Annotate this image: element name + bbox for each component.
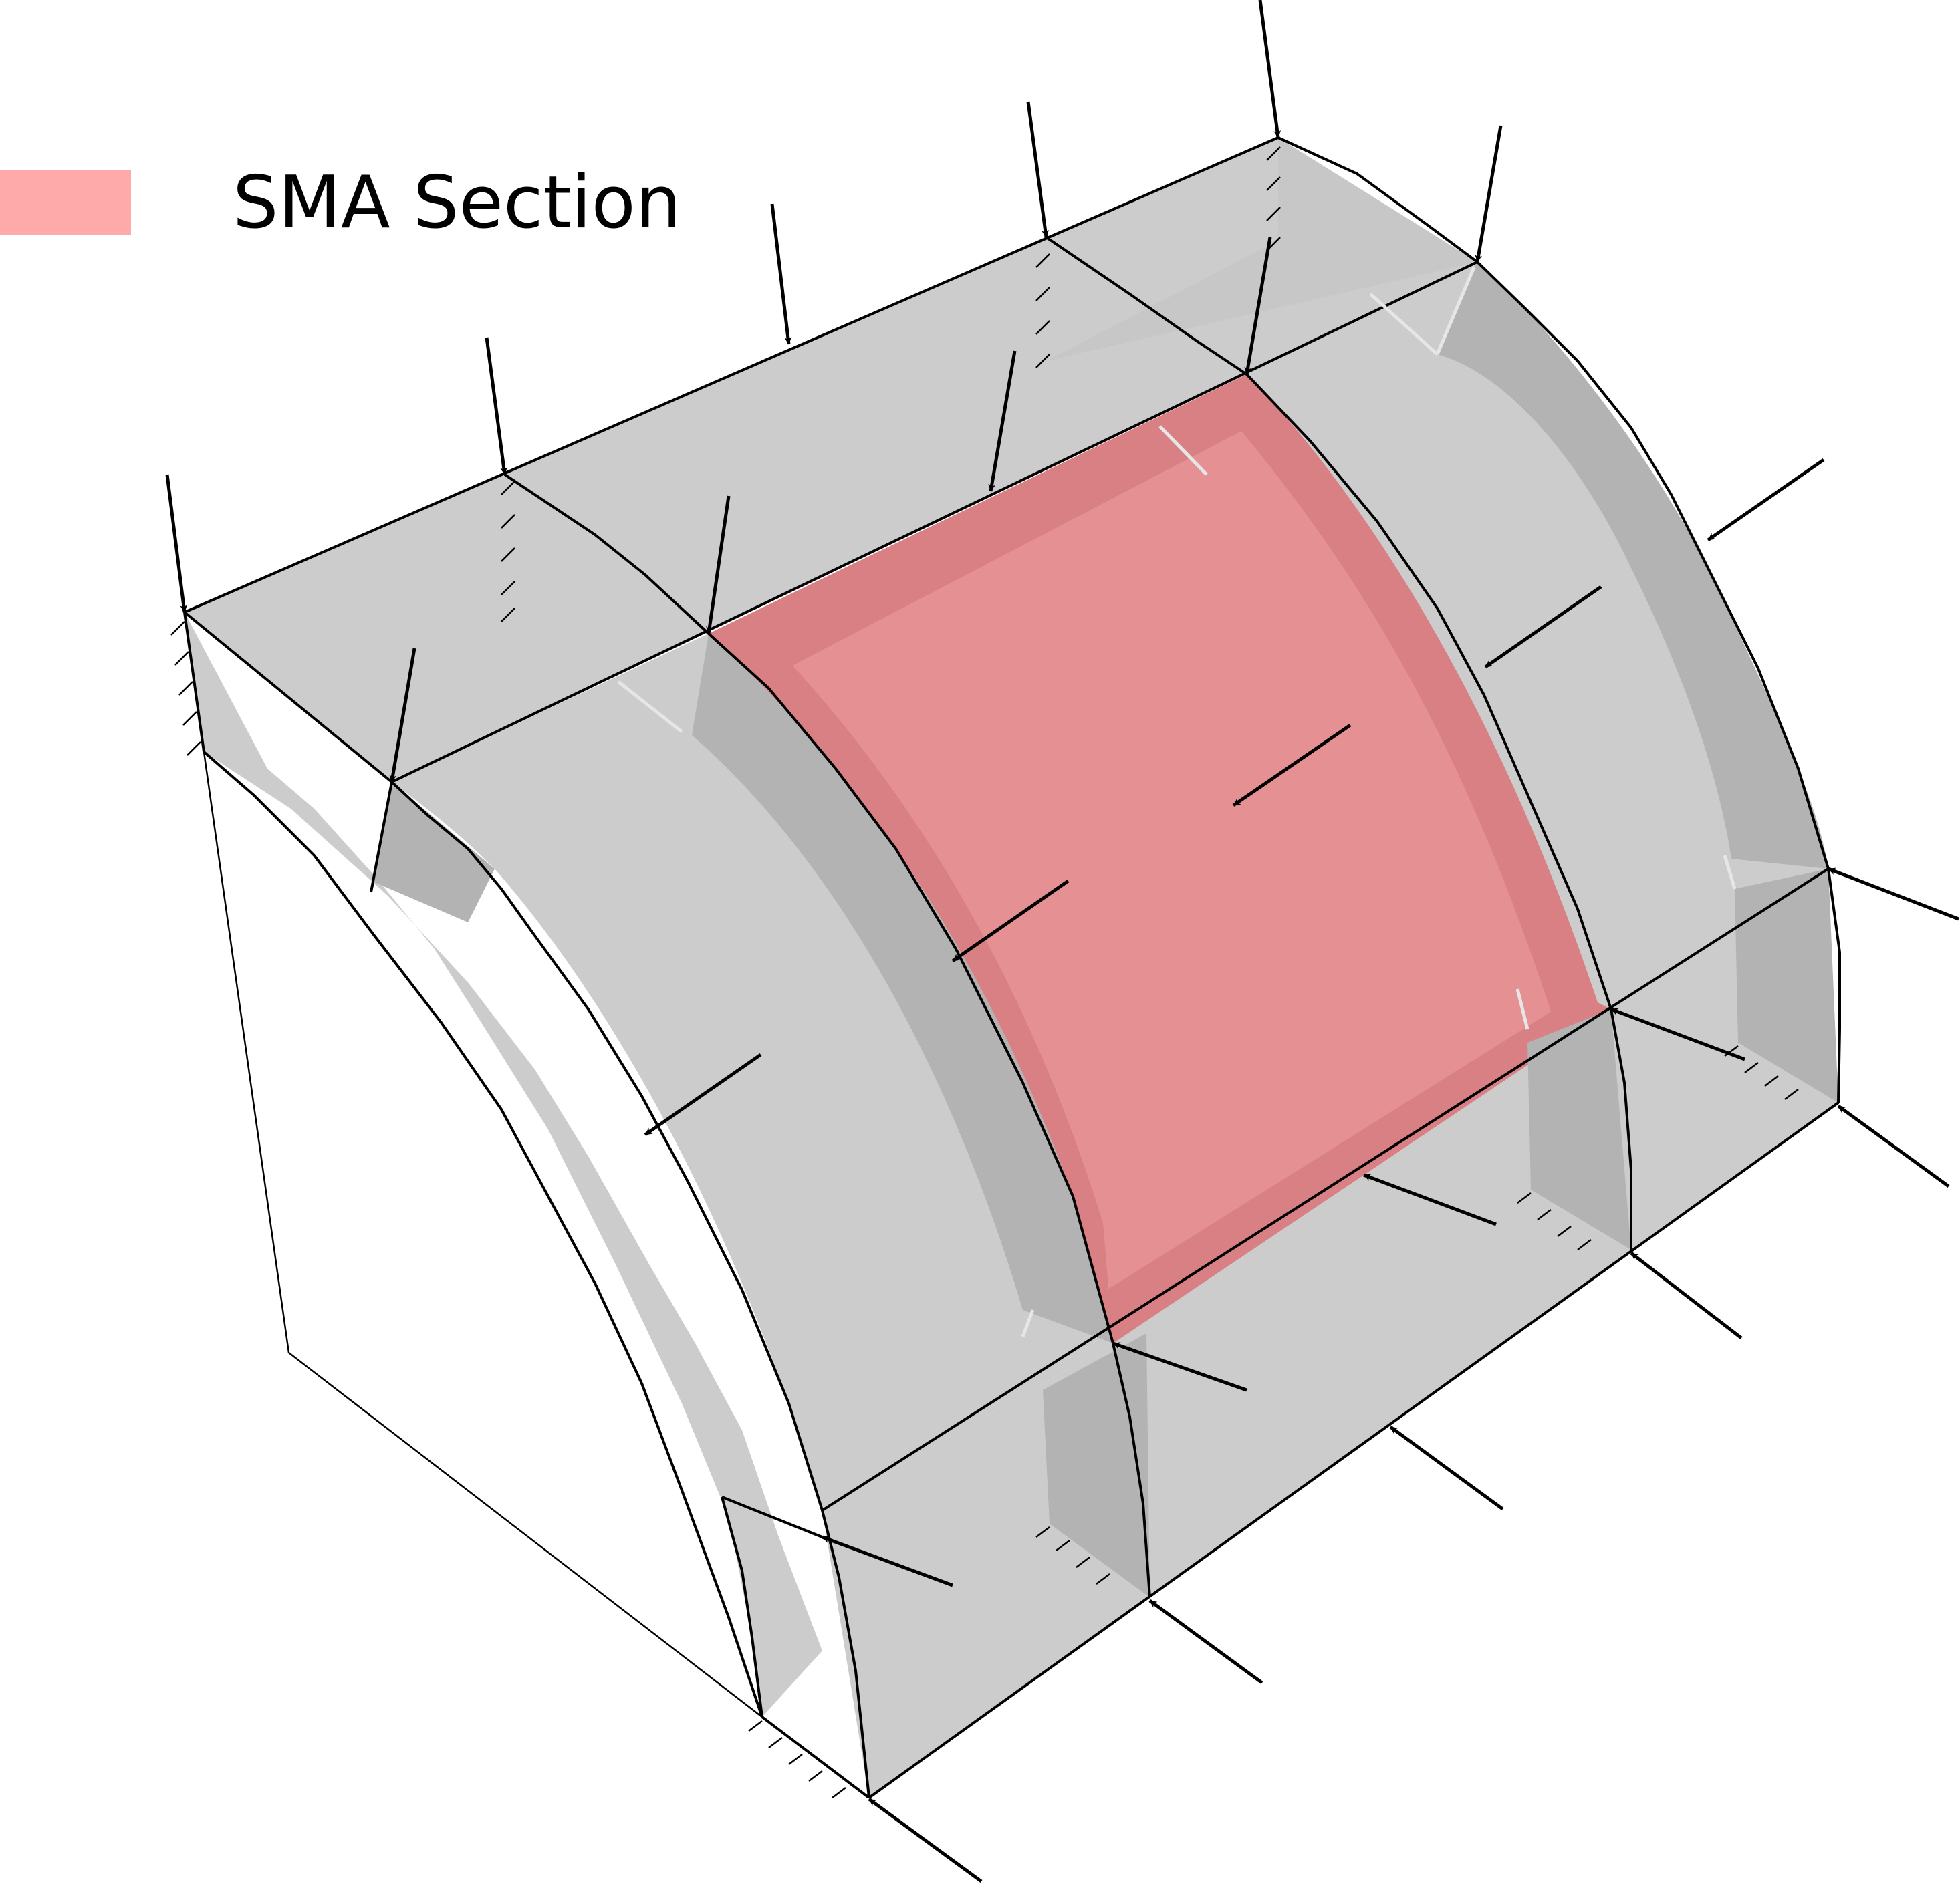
arrow-top-9 (1244, 237, 1272, 375)
arrow-top-6 (1475, 125, 1503, 263)
sma-band-top (709, 374, 1273, 688)
legend: SMA Section (0, 161, 681, 245)
arrow-side-1 (1707, 458, 1825, 542)
legend-label: SMA Section (233, 160, 682, 245)
arrow-top-10 (389, 648, 416, 783)
outer-surface-front (392, 634, 1113, 1510)
arrow-top-8 (988, 350, 1017, 492)
top-face (185, 138, 1477, 782)
bottom-inner-strip-1 (1043, 1333, 1150, 1597)
rear-ring-band (1437, 262, 1828, 869)
arrow-bot-2 (1610, 1007, 1745, 1061)
support-hatches (170, 146, 1799, 1798)
arrow-top-1 (165, 474, 188, 613)
arrow-top-3 (770, 203, 792, 345)
arrow-bot-3 (1363, 1173, 1497, 1226)
front-ring-band (692, 634, 1113, 1343)
arrow-top-4 (1026, 101, 1050, 238)
arrow-bot-8 (1389, 1425, 1504, 1511)
sma-band-right (1210, 374, 1611, 1043)
hidden-back-edges (203, 751, 763, 1718)
internal-highlight-lines (617, 267, 1737, 1337)
arrow-bot-6 (1837, 1104, 1950, 1188)
arrow-bot-10 (868, 1797, 983, 1883)
bottom-inner-strip-3 (1735, 869, 1838, 1103)
arrow-bot-7 (1630, 1252, 1743, 1339)
arrow-side-2 (1484, 585, 1602, 669)
outer-surface-rear (1247, 262, 1828, 1009)
legend-swatch (0, 170, 131, 235)
arrow-side-5 (644, 1053, 762, 1137)
outline-edges (183, 136, 1841, 1799)
arrow-side-3 (1232, 723, 1352, 807)
top-face-shade (1046, 138, 1477, 361)
pressure-arrows (165, 0, 1959, 1883)
arrow-bot-4 (1112, 1341, 1247, 1392)
bottom-inner-strip-2 (1527, 1009, 1631, 1250)
arrow-top-7 (706, 495, 731, 634)
arrow-bot-9 (1148, 1599, 1263, 1685)
arrow-bot-1 (1828, 867, 1959, 921)
left-inner-strip (374, 782, 495, 922)
arrow-top-5 (1258, 0, 1281, 138)
arrow-side-4 (951, 879, 1070, 963)
arrow-bot-5 (822, 1535, 953, 1587)
arrow-top-2 (485, 337, 508, 475)
